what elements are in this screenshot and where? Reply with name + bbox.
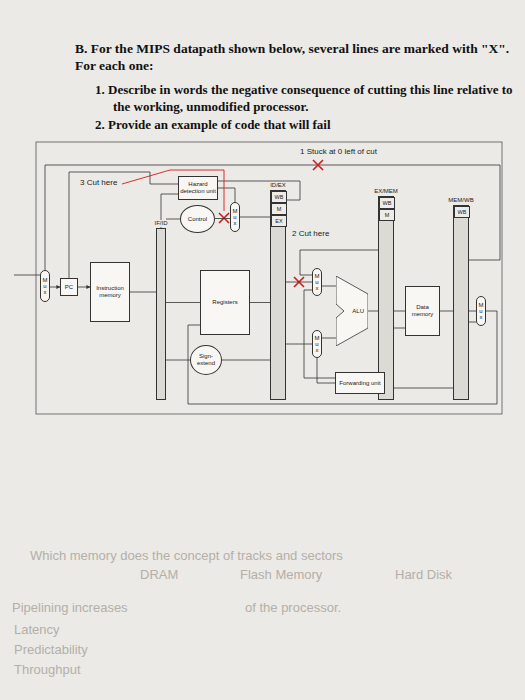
datapath-connector [322, 286, 336, 287]
unit-label: Data memory [407, 304, 438, 318]
register-file: Registers [200, 270, 250, 335]
control-field: WB [454, 206, 470, 218]
unit-label: M u x [232, 208, 237, 226]
unit-label: M [385, 212, 390, 218]
control-field: M [379, 209, 395, 221]
control-field: EX [271, 215, 287, 227]
bleed-through-text: Hard Disk [395, 567, 495, 584]
wb-alu-wire [469, 322, 476, 323]
unit-label: Instruction memory [92, 285, 128, 299]
unit-label: M u x [314, 273, 319, 291]
data-memory: Data memory [405, 286, 440, 336]
unit-label: Hazard detection unit [180, 181, 216, 195]
bleed-through-text: of the processor. [245, 600, 445, 617]
register-label: EX/MEM [373, 188, 399, 195]
unit-label: ALU [352, 308, 364, 315]
unit-label: EX [275, 218, 282, 224]
datapath-connector [215, 218, 230, 219]
pipeline-register: ID/EXWBMEX [270, 190, 286, 400]
leader-line [122, 170, 224, 211]
hazard-detection-unit: Hazard detection unit [178, 176, 218, 200]
unit-label: Sign-extend [194, 353, 218, 367]
multiplexer: M u x [230, 202, 240, 232]
bleed-through-text: Pipelining increases [12, 600, 212, 617]
unit-label: Control [188, 216, 207, 223]
unit-label: WB [383, 200, 392, 206]
register-label: ID/EX [269, 182, 287, 189]
bleed-through-text: DRAM [140, 567, 220, 584]
question-item: 1. Describe in words the negative conseq… [95, 82, 523, 116]
pipeline-register: EX/MEMWBM [378, 196, 394, 400]
datapath-connector [440, 311, 453, 312]
cut-mark [313, 160, 323, 170]
control-field: WB [271, 191, 287, 203]
register-label: IF/ID [154, 220, 169, 227]
datapath-connector [222, 360, 270, 361]
datapath-connector [469, 311, 476, 312]
unit-label: PC [65, 284, 73, 291]
cut-note: 2 Cut here [292, 229, 362, 239]
unit-label: WB [275, 194, 284, 200]
datapath-connector [240, 217, 270, 218]
datapath-connector [394, 311, 405, 312]
question-heading: B. For the MIPS datapath shown below, se… [75, 40, 515, 74]
unit-label: Registers [212, 299, 237, 306]
forward-select-wire [304, 290, 335, 378]
memwb-rd-wire [385, 388, 453, 389]
bleed-through-text: Latency [14, 622, 164, 639]
datapath-connector [130, 292, 156, 293]
multiplexer: M u x [312, 330, 322, 358]
datapath-connector [368, 311, 378, 312]
datapath-connector [286, 282, 312, 283]
pipeline-register: MEM/WBWB [453, 205, 469, 400]
datapath-connector [250, 302, 270, 303]
unit-label: M u x [42, 277, 47, 295]
stall-select-wire [218, 188, 235, 202]
unit-label: M u x [478, 302, 483, 320]
sign-extend-unit: Sign-extend [190, 345, 222, 375]
bleed-through-text: Which memory does the concept of tracks … [30, 548, 510, 565]
datapath-connector [166, 360, 190, 361]
bleed-through-text: Flash Memory [240, 567, 360, 584]
datapath-connector [50, 287, 60, 288]
pipeline-register: IF/ID [156, 228, 166, 400]
memread-wire [218, 181, 300, 200]
write-data-wire [394, 328, 405, 329]
diagram-frame [36, 142, 502, 414]
datapath-connector [286, 344, 312, 345]
alu-unit: ALU [336, 276, 368, 346]
datapath-connector [317, 358, 335, 383]
cut-mark [219, 213, 229, 223]
unit-label: M u x [314, 335, 319, 353]
bleed-through-text: Predictability [14, 642, 164, 659]
datapath-connector [322, 338, 336, 339]
question-item: 2. Provide an example of code that will … [95, 117, 523, 134]
datapath-connector [166, 302, 200, 303]
cut-note: 3 Cut here [80, 178, 140, 188]
control-unit: Control [180, 205, 215, 233]
register-label: MEM/WB [447, 197, 474, 204]
control-field: WB [379, 197, 395, 209]
multiplexer: M u x [40, 270, 50, 302]
multiplexer: M u x [312, 268, 322, 296]
pc-plus4-wire [14, 275, 40, 276]
unit-label: WB [458, 209, 467, 215]
forwarding-unit: Forwarding unit [335, 372, 385, 394]
unit-label: M [277, 206, 282, 212]
control-field: M [271, 203, 287, 215]
multiplexer: M u x [476, 296, 486, 326]
program-counter: PC [60, 278, 78, 296]
bleed-through-text: Throughput [14, 662, 164, 679]
instruction-memory: Instruction memory [90, 262, 130, 322]
datapath-connector [78, 287, 90, 288]
unit-label: Forwarding unit [339, 380, 380, 387]
cut-note: 1 Stuck at 0 left of cut [300, 147, 450, 157]
